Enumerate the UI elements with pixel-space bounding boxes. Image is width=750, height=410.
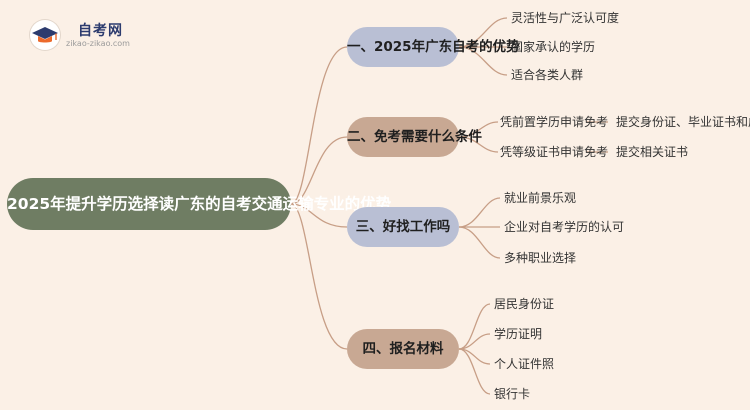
connector-b4-l2 <box>458 333 491 350</box>
leaf-node: 个人证件照 <box>494 357 555 371</box>
root-node: 2025年提升学历选择读广东的自考交通运输专业的优势 <box>7 178 391 230</box>
leaf-node: 多种职业选择 <box>504 251 577 265</box>
logo-title: 自考网 <box>78 23 123 39</box>
branch-node-advantages: 一、2025年广东自考的优势 <box>347 27 520 67</box>
connector-root-b3 <box>290 203 348 228</box>
leaf-node: 灵活性与广泛认可度 <box>511 11 620 25</box>
leaf-node: 凭等级证书申请免考 <box>500 145 609 159</box>
leaf-node: 国家承认的学历 <box>511 40 596 54</box>
connector-b4-l4 <box>458 348 491 395</box>
connector-b2-l1 <box>458 121 499 138</box>
branch-node-registration-materials: 四、报名材料 <box>347 329 459 369</box>
connector-root-b4 <box>290 203 348 350</box>
leaf-node: 凭前置学历申请免考 <box>500 115 609 129</box>
logo-url: zikao-zikao.com <box>66 39 130 48</box>
connector-b3-l3 <box>458 226 501 259</box>
connector-b3-l1 <box>458 197 501 228</box>
connector-root-b2 <box>290 136 348 205</box>
connector-b1-l1 <box>458 17 508 48</box>
graduation-cap-icon <box>30 20 60 50</box>
leaf-node: 银行卡 <box>494 387 531 401</box>
connector-b1-l3 <box>458 46 508 76</box>
connector-root-b1 <box>290 46 348 205</box>
branch-node-employment: 三、好找工作吗 <box>347 207 459 247</box>
leaf-node: 就业前景乐观 <box>504 191 577 205</box>
leaf-node: 适合各类人群 <box>511 68 584 82</box>
connector-b2-l2 <box>458 136 499 153</box>
connector-b4-l1 <box>458 303 491 350</box>
leaf-detail-node: 提交相关证书 <box>616 145 689 159</box>
site-logo: 自考网 zikao-zikao.com <box>30 18 170 52</box>
leaf-node: 企业对自考学历的认可 <box>504 220 625 234</box>
leaf-detail-node: 提交身份证、毕业证书和成绩表 <box>616 115 750 129</box>
leaf-node: 居民身份证 <box>494 297 555 311</box>
branch-node-exemption-conditions: 二、免考需要什么条件 <box>347 117 482 157</box>
leaf-node: 学历证明 <box>494 327 543 341</box>
